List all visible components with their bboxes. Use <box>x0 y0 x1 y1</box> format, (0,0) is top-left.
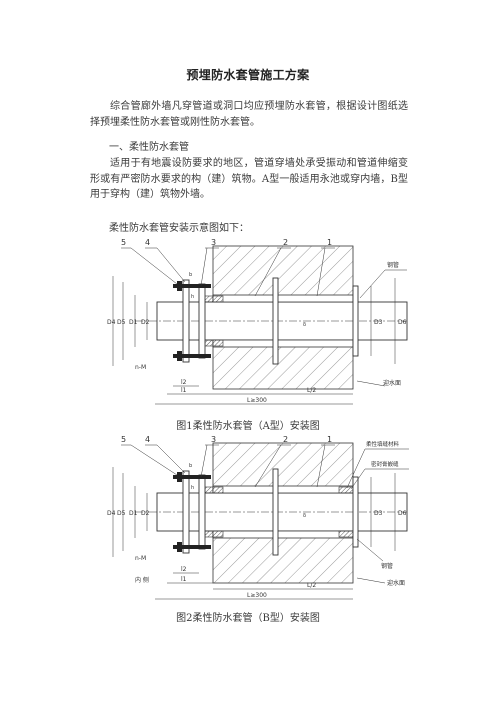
part-number: 2 <box>283 238 288 247</box>
part-number: 2 <box>283 435 288 444</box>
part-number: 4 <box>145 435 150 444</box>
dim-label: l1 <box>181 387 187 394</box>
dim-label: D1 <box>129 319 138 326</box>
sleeve-top <box>212 485 354 494</box>
part-number: 3 <box>211 238 216 247</box>
sleeve-bottom <box>212 530 354 539</box>
dim-label: D2 <box>141 510 150 517</box>
water-face-label: 迎水面 <box>387 579 405 587</box>
dim-label: D5 <box>117 510 126 517</box>
flange-right <box>352 285 359 357</box>
dim-label: l1 <box>181 576 187 583</box>
figure-2-caption: 图2柔性防水套管（B型）安装图 <box>176 613 320 624</box>
bolt-label: n-M <box>135 555 146 562</box>
figure-2-drawing: 5 4 3 2 1 柔性填缝材料 密封膏嵌缝 钢管 迎水面 内 侧 D4 D5 <box>107 435 409 600</box>
flange-left <box>182 470 190 554</box>
dim-label: b <box>189 272 192 278</box>
section-heading: 一、柔性防水套管 <box>109 142 189 153</box>
part-number: 5 <box>121 238 126 247</box>
wing-ring <box>272 277 279 365</box>
dim-label: L≥300 <box>247 397 267 404</box>
water-face-label: 迎水面 <box>383 379 401 387</box>
part-number: 1 <box>327 435 332 444</box>
dim-label: b <box>189 463 192 469</box>
dim-label: δ <box>303 513 306 519</box>
dim-label: δ <box>303 322 306 328</box>
part-number: 5 <box>121 435 126 444</box>
dim-label: h <box>191 294 194 300</box>
flex-fill-label: 柔性填缝材料 <box>366 440 400 448</box>
dim-label: l2 <box>181 566 187 573</box>
intro-paragraph: 综合管廊外墙凡穿管道或洞口均应预埋防水套管，根据设计图纸选择预埋柔性防水套管或刚… <box>90 101 408 128</box>
seal-paste-label: 密封膏嵌缝 <box>371 460 399 468</box>
pipe-label: 钢管 <box>387 261 399 269</box>
dim-label: L/2 <box>307 582 316 589</box>
dim-label: D6 <box>398 510 407 517</box>
flange-left <box>182 279 190 363</box>
wing-ring <box>272 468 279 556</box>
inner-side-label: 内 侧 <box>135 576 149 584</box>
dim-label: D4 <box>107 319 116 326</box>
dim-label: D5 <box>117 319 126 326</box>
dim-label: h <box>191 485 194 491</box>
dim-label: D3 <box>374 319 383 326</box>
part-number: 1 <box>327 238 332 247</box>
part-number: 3 <box>211 435 216 444</box>
dim-label: l2 <box>181 379 187 386</box>
bolt-label: n-M <box>135 364 146 371</box>
figure-1-drawing: 5 4 3 2 1 钢管 迎水面 D4 D5 D1 D2 D3 D6 <box>107 238 408 405</box>
dim-label: D6 <box>398 319 407 326</box>
figure-1-caption: 图1柔性防水套管（A型）安装图 <box>176 421 320 432</box>
dim-label: D1 <box>129 510 138 517</box>
dim-label: D4 <box>107 510 116 517</box>
flange-mid <box>198 283 206 359</box>
pipe-label: 钢管 <box>381 562 393 570</box>
dim-label: D3 <box>374 510 383 517</box>
flange-right <box>352 476 359 548</box>
dim-label: L≥300 <box>247 592 267 599</box>
dim-label: L/2 <box>307 387 316 394</box>
sleeve-bottom <box>212 339 354 348</box>
sleeve-top <box>212 294 354 303</box>
section-paragraph: 适用于有地震设防要求的地区，管道穿墙处承受振动和管道伸缩变形或有严密防水要求的构… <box>90 158 408 200</box>
dim-label: D2 <box>141 319 150 326</box>
part-number: 4 <box>145 238 150 247</box>
document-title: 预埋防水套管施工方案 <box>186 68 310 82</box>
figure-intro: 柔性防水套管安装示意图如下： <box>109 223 249 234</box>
flange-mid <box>198 474 206 550</box>
